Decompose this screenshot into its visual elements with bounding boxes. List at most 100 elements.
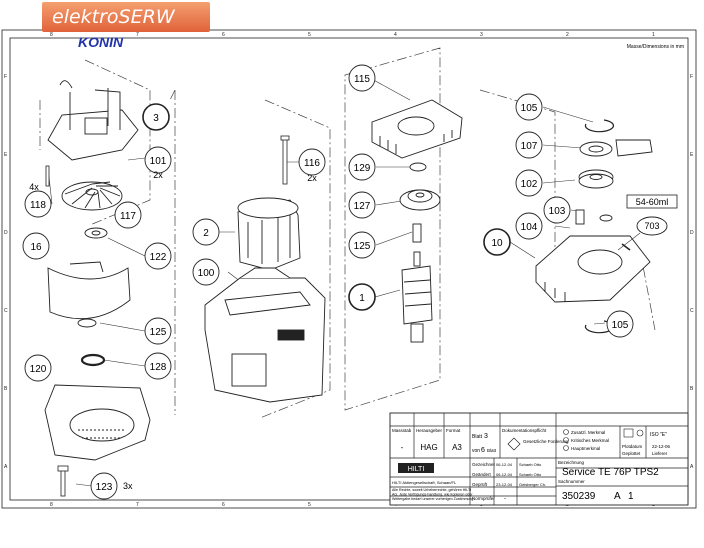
callout-number: 115: [354, 74, 370, 85]
grid-col-label-bottom: 7: [136, 502, 139, 508]
callout-circle: [515, 169, 543, 197]
origin-value: HAG: [420, 443, 437, 452]
callout-circle: [543, 196, 571, 224]
checked-by: Geisberger Ch.: [519, 482, 546, 487]
callout-1: 1: [348, 283, 376, 311]
grid-row-label-left: B: [4, 386, 8, 392]
callout-circle: [483, 228, 511, 256]
part-rotor-1: [401, 223, 433, 343]
company-name: HILTI Aktiengesellschaft, Schaan/FL: [392, 480, 457, 485]
part-motor-housing-cover-120: [44, 384, 151, 461]
callout-number: 118: [30, 200, 46, 211]
callout-10: 10: [483, 228, 511, 256]
callout-118: 118: [24, 190, 52, 218]
callout-number: 116: [304, 158, 320, 169]
callout-circle: [348, 64, 376, 92]
callout-105: 105: [515, 93, 543, 121]
grid-col-label-top: 8: [50, 32, 53, 38]
callout-circle: [144, 317, 172, 345]
drawn-by: Schaeb Otto: [519, 462, 542, 467]
plotted-value: Lieferer: [652, 451, 668, 456]
shop-logo: elektroSERW: [42, 2, 210, 32]
callout-number: 122: [150, 252, 167, 263]
callout-qty: 3x: [123, 481, 133, 491]
of-label: von: [472, 448, 480, 454]
callout-2: 2: [192, 218, 220, 246]
characteristic-label: Hauptmerkmal: [571, 446, 600, 451]
callout-number: 129: [354, 163, 371, 174]
part-washer-129: [409, 162, 427, 172]
sheet-grid-labels: 8877665544332211FFEEDDCCBBAA: [4, 32, 694, 508]
callout-number: 107: [521, 141, 538, 152]
format-label: Format: [446, 428, 461, 433]
callout-100: 100: [192, 258, 220, 286]
grid-row-label-left: E: [4, 152, 8, 158]
iso-standard: ISO "E": [650, 432, 667, 438]
lubricant-amount: 54-60ml: [636, 197, 669, 207]
callout-circle: [515, 131, 543, 159]
callout-122: 122: [144, 242, 172, 270]
doc-label: Dokumentationspflicht: [502, 428, 547, 433]
print-date: 22-12-06: [652, 444, 671, 449]
callout-number: 125: [354, 241, 371, 252]
part-rings-125-128: [77, 318, 106, 367]
grid-row-label-left: C: [4, 308, 8, 314]
part-bearing-122: [84, 227, 108, 239]
callout-number: 103: [549, 206, 566, 217]
part-stator-2: [237, 197, 301, 271]
checked-label: Geprüft: [472, 482, 488, 487]
callout-number: 105: [612, 320, 629, 331]
callout-circle: [24, 190, 52, 218]
callout-125b: 125: [144, 317, 172, 345]
callout-number: 120: [30, 364, 47, 375]
callout-127: 127: [348, 191, 376, 219]
callout-number: 104: [521, 222, 538, 233]
callout-number: 2: [203, 228, 209, 239]
changed-date: 06-12-04: [496, 472, 513, 477]
rights-notice: Weitergabe bedarf unserer vorherigen Zus…: [392, 497, 473, 501]
part-pins-103-104: [575, 209, 613, 225]
grid-col-label-bottom: 6: [222, 502, 225, 508]
callout-4x: 4x: [29, 182, 39, 192]
callout-number: 101: [150, 156, 167, 167]
callout-number: 105: [521, 103, 538, 114]
callout-number: 3: [153, 113, 159, 124]
callout-number: 128: [150, 362, 167, 373]
part-fan-127: [399, 189, 441, 211]
number-label: Sachnummer: [558, 479, 585, 484]
grid-col-label-top: 7: [136, 32, 139, 38]
part-bearing-102: [578, 169, 614, 189]
sheet-label: Blatt: [472, 434, 483, 440]
projection-circle: [636, 429, 644, 437]
part-air-guide-16: [47, 261, 131, 320]
callout-16: 16: [22, 232, 50, 260]
hilti-logo-box: [398, 463, 434, 473]
drawn-label: Gezeichnet: [472, 462, 496, 467]
scale-value: -: [401, 443, 404, 452]
lubricant-leader: [617, 232, 641, 251]
norm-value: -: [504, 496, 506, 502]
grid-row-label-right: C: [690, 308, 694, 314]
callout-105b: 105: [606, 310, 634, 338]
grid-col-label-top: 2: [566, 32, 569, 38]
grid-col-label-bottom: 8: [50, 502, 53, 508]
legal-requirement-symbol: [507, 437, 521, 451]
grid-row-label-left: D: [4, 230, 8, 236]
callout-circle: [192, 218, 220, 246]
shop-city: KONIN: [78, 34, 124, 50]
units-note: Masse/Dimensions in mm: [627, 44, 684, 50]
callout-104: 104: [515, 212, 543, 240]
drawn-date: 06-12-04: [496, 462, 513, 467]
callout-125: 125: [348, 231, 376, 259]
norm-label: Normprüfer: [472, 496, 495, 501]
grid-col-label-top: 1: [652, 32, 655, 38]
sheet-frame: [1, 29, 697, 509]
part-intermediate-flange-10: [535, 235, 651, 303]
callout-128: 128: [144, 352, 172, 380]
callout-circle: [348, 283, 376, 311]
callout-107: 107: [515, 131, 543, 159]
